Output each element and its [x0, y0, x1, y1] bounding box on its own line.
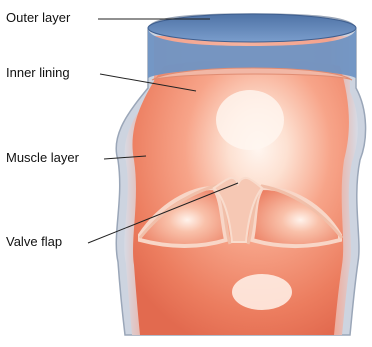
outer-layer-rim [148, 14, 356, 42]
lower-lumen-highlight [232, 274, 292, 310]
upper-lumen-highlight [216, 90, 284, 150]
